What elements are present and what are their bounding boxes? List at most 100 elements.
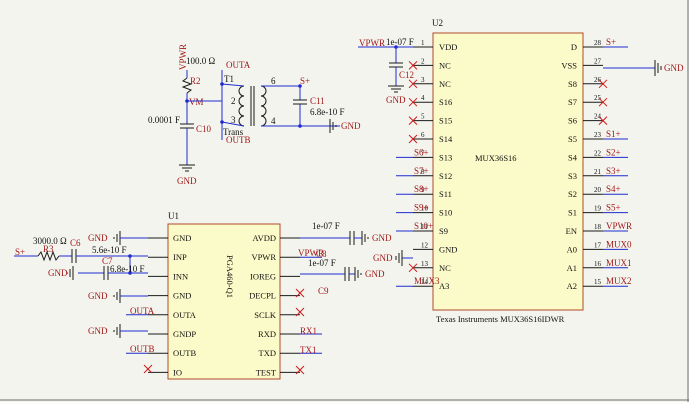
pin-name: S14	[439, 134, 453, 144]
pin-number: 6	[421, 131, 425, 139]
pin-number: 22	[594, 149, 602, 157]
c10-gnd-label: GND	[177, 176, 197, 186]
net-label: S4+	[606, 184, 621, 194]
pin-number: 19	[594, 205, 602, 213]
pin-name: S7	[568, 97, 577, 107]
u1-part: PGA460-Q1	[225, 255, 235, 298]
pin-name: S16	[439, 97, 452, 107]
c8-value: 1e-07 F	[312, 221, 340, 231]
u1-right-pin: TXD	[259, 348, 322, 358]
net-label: S2+	[606, 147, 621, 157]
pin-name: D	[571, 42, 577, 52]
c6-value: 5.6e-10 F	[92, 245, 127, 255]
net-label: S+	[606, 37, 616, 47]
u1-left-pin: OUTB	[126, 348, 196, 358]
u2-body	[432, 32, 584, 311]
u1-left-pin: IO	[148, 367, 182, 377]
pin-number: 17	[594, 241, 602, 249]
pin-name: S5	[568, 134, 577, 144]
pin-number: 21	[594, 168, 602, 176]
pin-name: GND	[173, 233, 191, 243]
pin-number: 28	[594, 39, 602, 47]
svg-text:2: 2	[231, 96, 236, 106]
pin-name: OUTB	[173, 348, 196, 358]
svg-text:4: 4	[271, 116, 276, 126]
u2-vdd-network: VPWR 1e-07 F C12 GND	[358, 37, 414, 105]
transformer-network: VPWR 100.0 Ω R2 VM 0.0001 F C10 GND OUTA…	[148, 44, 361, 186]
net-label: S7+	[414, 166, 429, 176]
u1-body	[167, 223, 281, 380]
pin-name: GNDP	[173, 329, 196, 339]
r3-ref: R3	[43, 244, 54, 254]
pin-name: S13	[439, 152, 452, 162]
pin-number: 14	[421, 278, 429, 286]
c11-gnd-label: GND	[341, 121, 361, 131]
pin-name: OUTA	[173, 310, 197, 320]
pin-number: 18	[594, 223, 602, 231]
u1-left-pin: GND	[148, 291, 191, 301]
u1-right-pin: TEST	[256, 367, 300, 377]
t1-ref: T1	[224, 74, 234, 84]
pin-number: 15	[594, 278, 602, 286]
pin-name: A2	[567, 281, 577, 291]
svg-text:VPWR: VPWR	[298, 248, 324, 258]
u1-left-pin: OUTA	[126, 310, 197, 320]
net-label: S3+	[606, 166, 621, 176]
input-network: S+ 3000.0 Ω R3 C6 5.6e-10 F C7 6.8e-10 F	[14, 236, 148, 280]
c11-value: 6.8e-10 F	[310, 107, 345, 117]
u1-right-pin: DECPL	[249, 291, 300, 301]
pin-number: 1	[421, 39, 425, 47]
pin-name: S15	[439, 116, 452, 126]
pin-number: 5	[421, 113, 425, 121]
pin-number: 13	[421, 260, 429, 268]
pin-name: GND	[173, 291, 191, 301]
pin-name: S8	[568, 79, 577, 89]
pin-name: TEST	[256, 367, 277, 377]
pin-name: NC	[439, 79, 451, 89]
pin-name: GND	[439, 244, 457, 254]
pin-name: EN	[566, 226, 577, 236]
svg-text:GND: GND	[48, 268, 68, 278]
u2-component[interactable]: U2 MUX36S16 Texas Instruments MUX36S16ID…	[396, 18, 632, 324]
pin-name: S4	[568, 152, 578, 162]
svg-text:GND: GND	[365, 269, 385, 279]
pin-name: RXD	[258, 329, 276, 339]
t1-label: Trans	[223, 127, 244, 137]
pin-name: A3	[439, 281, 449, 291]
u2-right-pin: 22 S4 S2+	[568, 147, 628, 162]
outa-label: OUTA	[226, 60, 251, 70]
u2-left-pin: 12 GND	[413, 241, 457, 254]
pin-name: VSS	[561, 60, 577, 70]
net-label: S5+	[606, 203, 621, 213]
u1-left-pin: INN	[148, 271, 188, 281]
pin-name: VPWR	[251, 252, 276, 262]
pin-name: IOREG	[250, 271, 276, 281]
c12-value: 1e-07 F	[386, 37, 414, 47]
u1-component[interactable]: U1 PGA460-Q1 GNDINPINNGNDOUTAGNDPOUTBIO …	[126, 211, 322, 380]
svg-text:3: 3	[231, 115, 236, 125]
c10-ref: C10	[196, 124, 212, 134]
pin-name: S12	[439, 171, 452, 181]
u1-left-gnd-symbols: GND GND GND GND OUTA OUTB	[48, 231, 155, 374]
c12-ref: C12	[399, 70, 414, 80]
pin-name: DECPL	[249, 291, 276, 301]
pin-number: 12	[421, 241, 429, 249]
pin-name: VDD	[439, 42, 457, 52]
net-label: MUX0	[606, 239, 632, 249]
pin-number: 11	[421, 223, 428, 231]
c7-ref: C7	[102, 256, 113, 266]
u1-ref: U1	[168, 211, 179, 221]
